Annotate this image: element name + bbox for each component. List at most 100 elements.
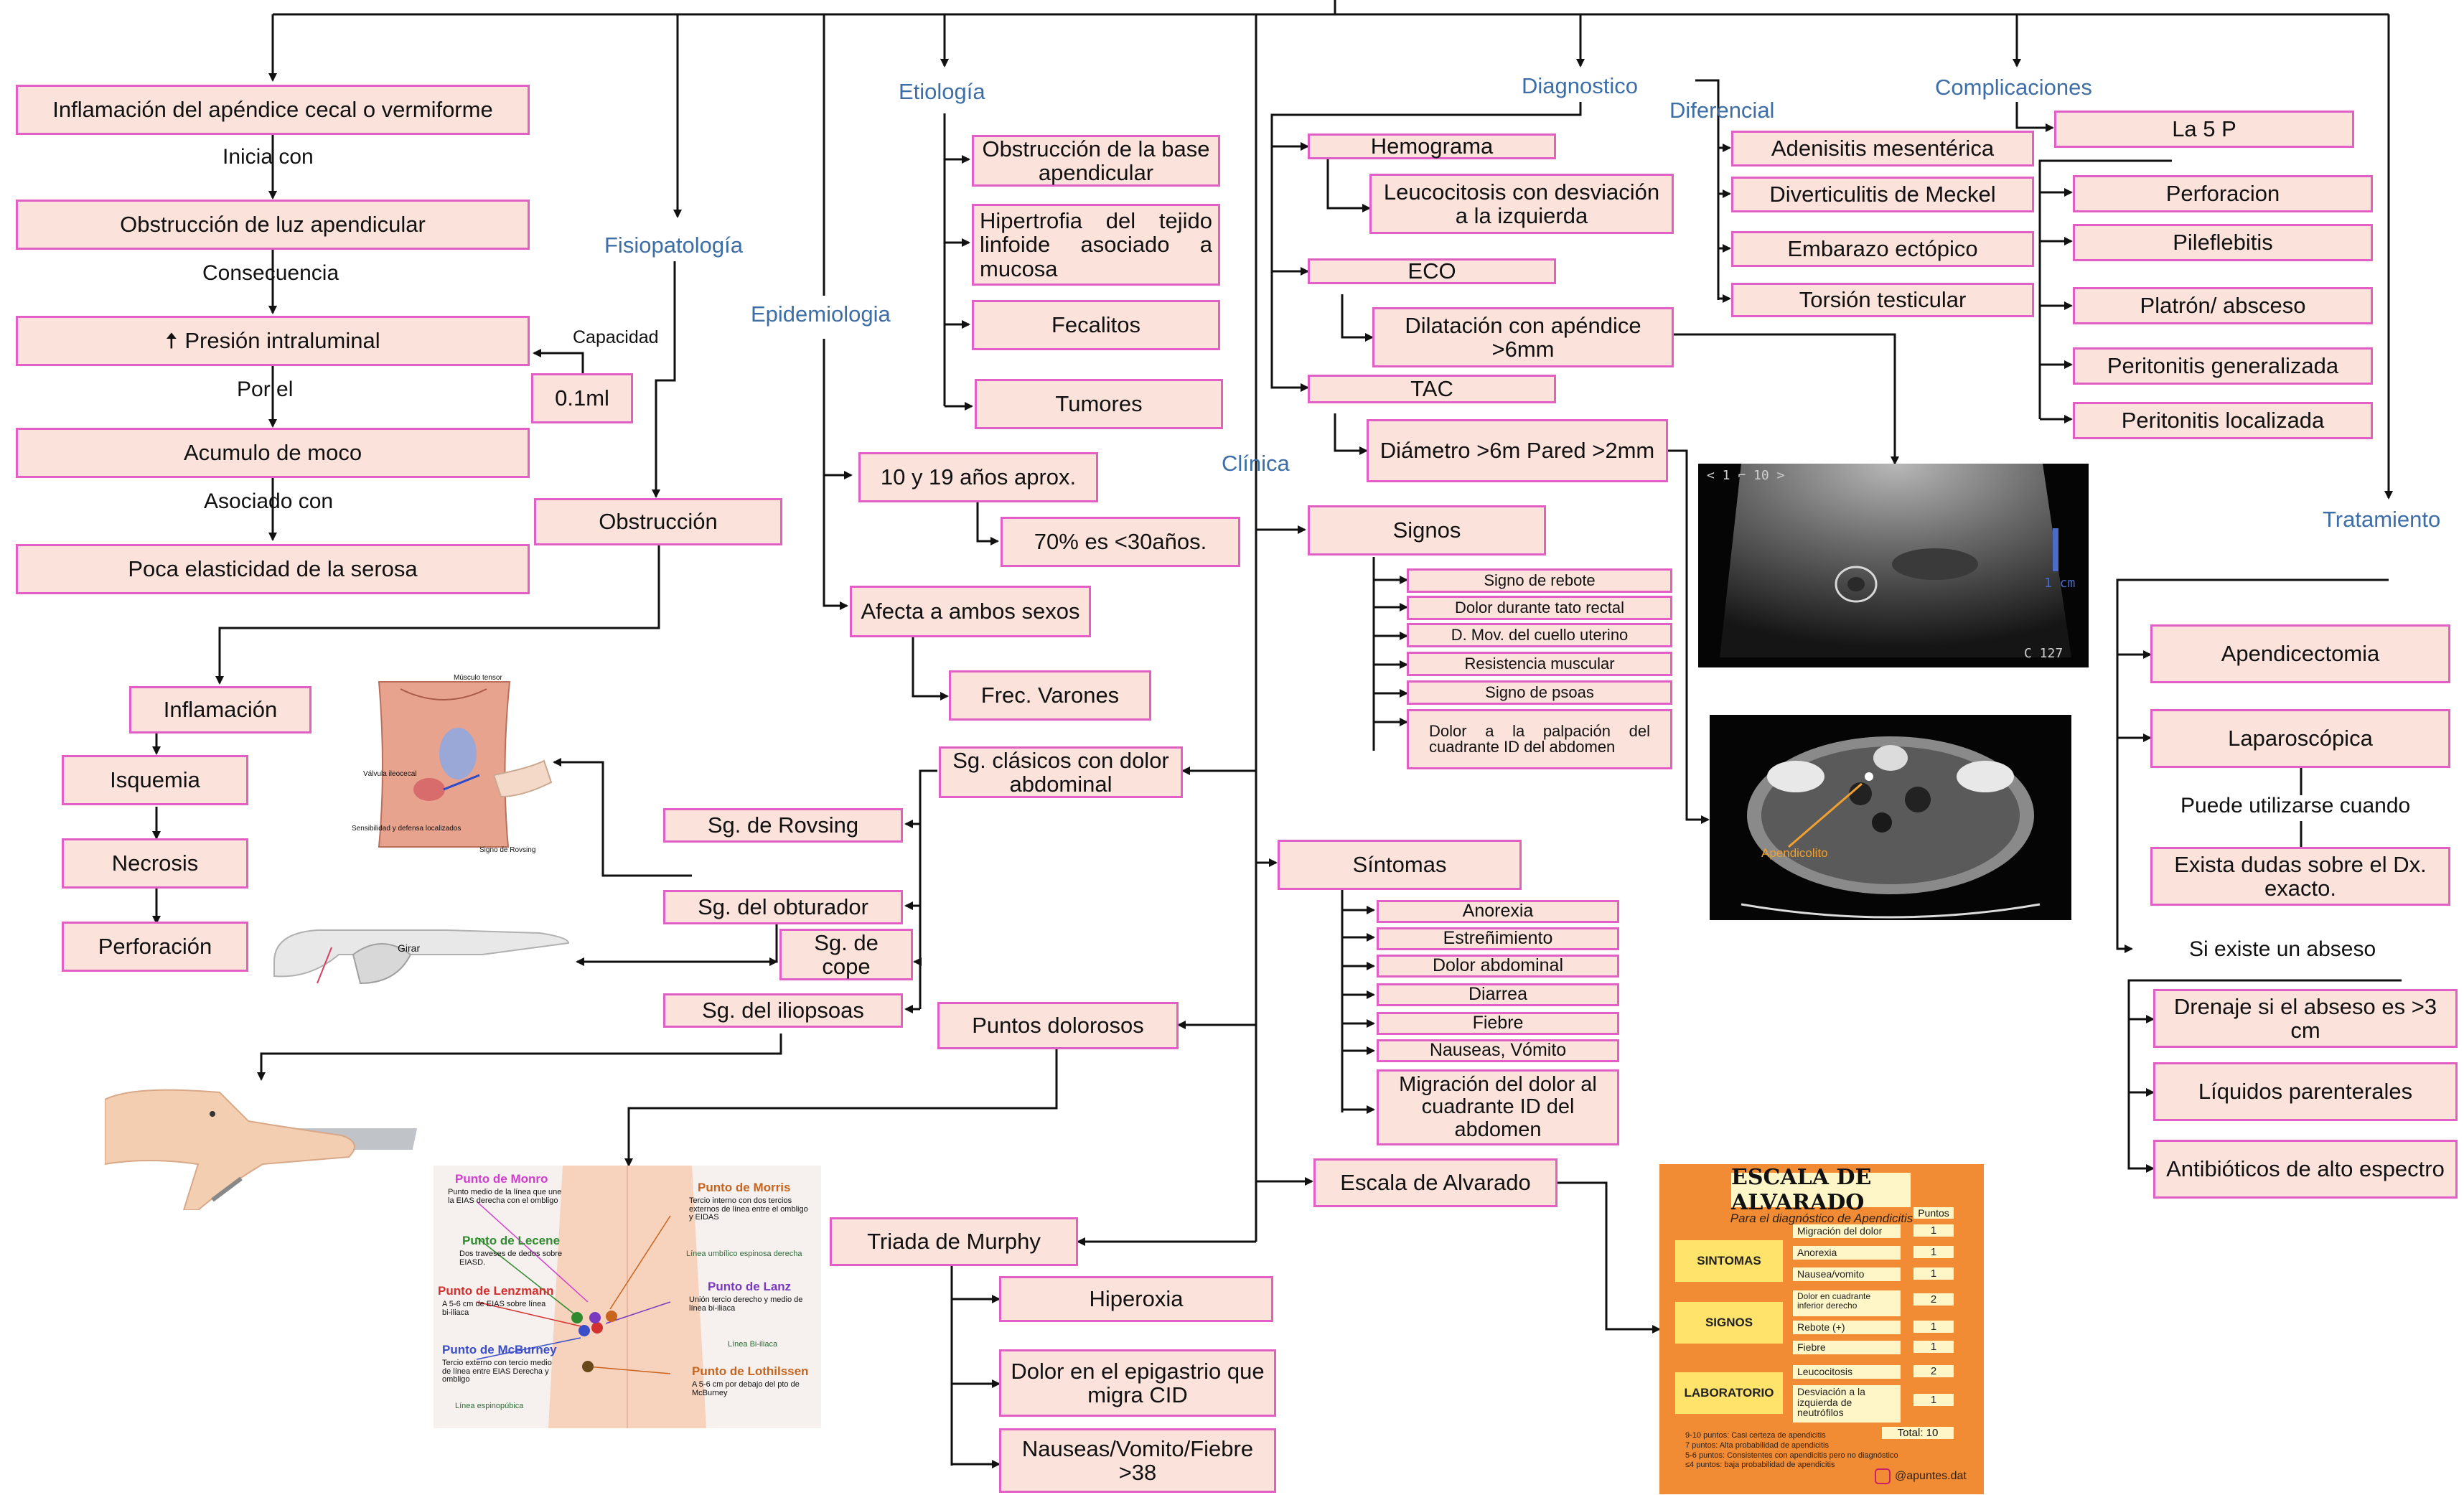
alvarado-handle: @apuntes.dat [1875,1468,1967,1484]
alvarado-pt: 1 [1913,1246,1954,1258]
diagnostico-heading: Diagnostico [1522,73,1638,98]
presion-box: 🠅Presión intraluminal [16,316,530,366]
complicacion-item-1: Perforacion [2073,175,2373,212]
linea-biiliaca-label: Línea Bi-iliaca [728,1340,778,1349]
psoas-illustration [105,1078,432,1210]
punto-morris-desc: Tercio interno con dos tercios externos … [689,1196,808,1222]
alvarado-row: Desviación a la izquierda de neutrófilos [1793,1385,1901,1423]
murphy-item-2: Dolor en el epigastrio que migra CID [999,1349,1276,1417]
iliopsoas-box: Sg. del iliopsoas [663,993,903,1028]
dilatacion-box: Dilatación con apéndice >6mm [1372,307,1674,367]
complicacion-item-4: Peritonitis generalizada [2073,347,2373,385]
obstruccion-luz-box: Obstrucción de luz apendicular [16,200,530,250]
porcentaje-box: 70% es <30años. [1001,517,1240,567]
ultrasound-image: < 1 ⌐ 10 > 1 cm C 127 [1698,464,2089,667]
punto-monro-desc: Punto medio de la línea que une la EIAS … [448,1188,562,1205]
punto-lanz-desc: Unión tercio derecho y medio de línea bi… [689,1295,803,1313]
girar-label: Girar [398,942,421,954]
puntos-chart: Punto de Monro Punto medio de la línea q… [434,1166,821,1428]
rovsing-box: Sg. de Rovsing [663,808,903,843]
alvarado-row: Nausea/vomito [1793,1267,1901,1281]
abdomen-drawing [378,681,553,848]
us-header-text: < 1 ⌐ 10 > [1707,468,1785,483]
edad-box: 10 y 19 años aprox. [858,452,1098,502]
alvarado-footnotes: 9-10 puntos: Casi certeza de apendicitis… [1685,1431,1901,1471]
por-el-label: Por el [237,378,294,401]
alvarado-row: Migración del dolor [1793,1224,1901,1238]
alvarado-points-header: Puntos [1913,1207,1954,1219]
sintoma-item-5: Fiebre [1377,1012,1619,1035]
complicacion-item-5: Peritonitis localizada [2073,402,2373,439]
etiologia-item-4: Tumores [975,379,1223,429]
alvarado-pt: 1 [1913,1224,1954,1237]
obturador-drawing [273,929,570,985]
etiologia-heading: Etiología [899,79,985,104]
alvarado-card: ESCALA DE ALVARADO Para el diagnóstico d… [1659,1164,1984,1494]
alvarado-row: Fiebre [1793,1341,1901,1354]
capacidad-value-box: 0.1ml [531,373,633,423]
isquemia-box: Isquemia [62,755,248,805]
etiologia-item-3: Fecalitos [972,300,1220,350]
abdomen-illustration: Músculo tensor Válvula ileocecal Sensibi… [350,667,558,861]
diametro-box: Diámetro >6m Pared >2mm [1367,419,1668,482]
linea-espinopubica-label: Línea espinopúbica [455,1402,524,1410]
cinco-p-box: La 5 P [2054,111,2354,148]
instagram-icon [1875,1468,1891,1484]
inflamacion-box: Inflamación [129,686,311,734]
sintoma-item-1: Anorexia [1377,900,1619,923]
etiologia-item-2: Hipertrofia del tejido linfoide asociado… [972,204,1220,286]
alvarado-handle-text: @apuntes.dat [1895,1470,1967,1482]
diferencial-item-1: Adenisitis mesentérica [1731,131,2034,167]
serosa-box: Poca elasticidad de la serosa [16,544,530,594]
alvarado-pt: 2 [1913,1365,1954,1377]
alvarado-pt: 1 [1913,1341,1954,1353]
alvarado-pt: 2 [1913,1293,1954,1306]
alvarado-pt: 1 [1913,1267,1954,1280]
us-corner-text: C 127 [2024,646,2064,661]
signo-item-5: Signo de psoas [1407,680,1672,705]
presion-label: Presión intraluminal [184,328,380,354]
consecuencia-label: Consecuencia [202,261,339,285]
punto-lecene-name: Punto de Lecene [462,1234,561,1247]
cope-box: Sg. de cope [779,929,913,980]
definition-box: Inflamación del apéndice cecal o vermifo… [16,85,530,135]
punto-lothilssen-name: Punto de Lothilssen [692,1364,809,1378]
punto-mcburney-name: Punto de McBurney [442,1343,557,1356]
diferencial-item-3: Embarazo ectópico [1731,231,2034,267]
diferencial-item-2: Diverticulitis de Meckel [1731,177,2034,212]
alvarado-footnote: ≤4 puntos: baja probabilidad de apendici… [1685,1461,1835,1470]
diferencial-item-4: Torsión testicular [1731,283,2034,317]
dudas-box: Exista dudas sobre el Dx. exacto. [2150,847,2450,906]
ct-image: Apendicolito [1710,715,2071,920]
puntos-dolorosos-box: Puntos dolorosos [937,1002,1179,1049]
apendicectomia-box: Apendicectomia [2150,624,2450,683]
tratamiento-item-1: Drenaje si el abseso es >3 cm [2153,989,2458,1048]
tac-box: TAC [1308,375,1556,403]
sintoma-item-3: Dolor abdominal [1377,955,1619,978]
obturador-illustration: Girar [267,904,577,993]
capacidad-label: Capacidad [573,327,659,347]
complicacion-item-2: Pileflebitis [2073,224,2373,261]
epidemiologia-heading: Epidemiologia [751,301,891,327]
murphy-box: Triada de Murphy [830,1217,1078,1266]
alvarado-row: Dolor en cuadrante inferior derecho [1793,1290,1901,1316]
signo-item-1: Signo de rebote [1407,568,1672,593]
sintoma-item-6: Nauseas, Vómito [1377,1039,1619,1062]
abdomen-label-1: Músculo tensor [454,674,502,682]
inicia-con-label: Inicia con [222,145,314,169]
diferencial-heading: Diferencial [1669,98,1775,123]
arrow-up-icon: 🠅 [165,328,178,354]
alvarado-footnote: 7 puntos: Alta probabilidad de apendicit… [1685,1440,1829,1450]
hemograma-box: Hemograma [1308,133,1556,159]
alvarado-subtitle: Para el diagnóstico de Apendicitis [1730,1212,1913,1225]
alvarado-footnote: 5-6 puntos: Consistentes con apendicitis… [1685,1451,1898,1460]
abdomen-label-4: Signo de Rovsing [479,846,536,854]
abdomen-label-3: Sensibilidad y defensa localizados [352,825,462,833]
ct-scan [1741,736,2041,919]
sintoma-item-4: Diarrea [1377,983,1619,1006]
necrosis-box: Necrosis [62,838,248,889]
alvarado-laboratorio-cat: LABORATORIO [1675,1372,1783,1414]
fisiopatologia-heading: Fisiopatología [604,233,744,258]
punto-lecene-desc: Dos traveses de dedos sobre EIASD. [459,1250,563,1267]
